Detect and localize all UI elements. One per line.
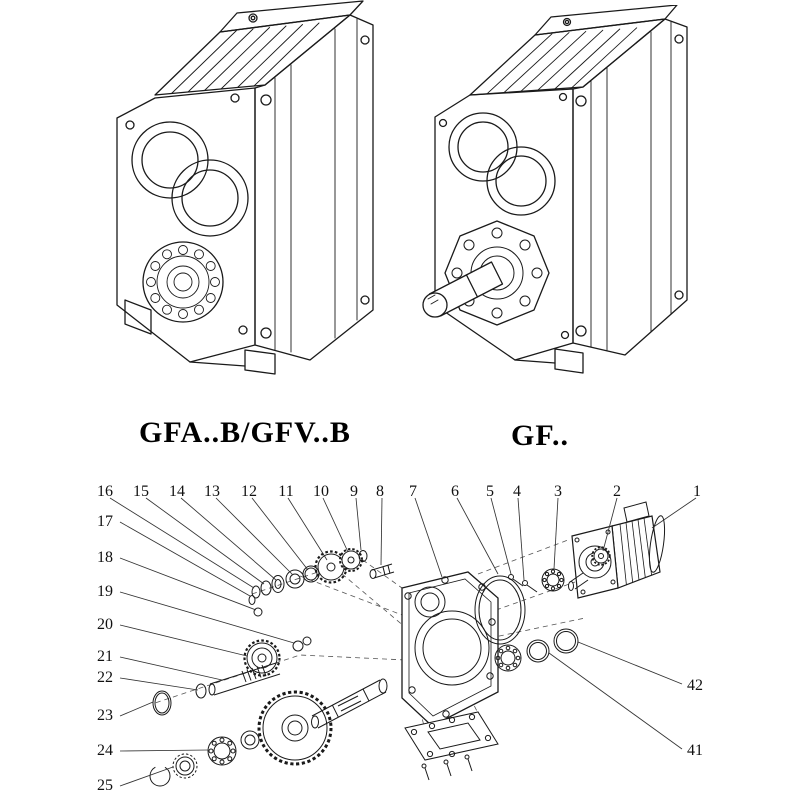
part-callout: 13 bbox=[204, 483, 220, 500]
snap-ring bbox=[149, 765, 171, 787]
output-shaft bbox=[422, 261, 504, 318]
leader-lines bbox=[109, 497, 697, 787]
part-callout: 21 bbox=[97, 648, 113, 665]
motor-pinion bbox=[591, 546, 611, 566]
part-callout: 42 bbox=[687, 677, 703, 694]
housing-gasket bbox=[474, 575, 526, 645]
input-pinion-shaft bbox=[369, 563, 395, 579]
second-stage-gear bbox=[243, 639, 281, 677]
exploded-assembly-drawing bbox=[109, 497, 697, 787]
shaft-spacer bbox=[195, 683, 207, 699]
output-gear bbox=[257, 690, 333, 766]
right-gearbox-drawing bbox=[422, 5, 688, 374]
large-retaining-ring bbox=[152, 690, 172, 716]
retaining-ring-small bbox=[302, 565, 320, 583]
cover-plate bbox=[404, 711, 499, 761]
left-figure-caption: GFA..B/GFV..B bbox=[139, 416, 351, 449]
snap-rings-small bbox=[292, 636, 312, 652]
part-callout: 4 bbox=[513, 483, 521, 500]
spacer-washer bbox=[358, 550, 368, 562]
part-callout: 5 bbox=[486, 483, 494, 500]
right-figure-caption: GF.. bbox=[511, 419, 569, 452]
part-callout: 10 bbox=[313, 483, 329, 500]
left-gearbox-drawing bbox=[116, 0, 374, 375]
cooling-fins bbox=[469, 18, 666, 96]
part-callout: 19 bbox=[97, 583, 113, 600]
lock-washer bbox=[172, 753, 198, 779]
cooling-fins bbox=[154, 14, 351, 96]
part-callout: 22 bbox=[97, 669, 113, 686]
gearbox-housing bbox=[401, 571, 499, 727]
output-shaft bbox=[311, 678, 388, 729]
mounting-feet bbox=[124, 299, 276, 375]
input-bores bbox=[131, 121, 249, 237]
part-callout: 3 bbox=[554, 483, 562, 500]
part-callout: 14 bbox=[169, 483, 185, 500]
intermediate-shaft bbox=[208, 662, 281, 696]
electric-motor bbox=[568, 501, 666, 599]
output-shaft-bearing-set bbox=[207, 730, 260, 766]
part-callout: 9 bbox=[350, 483, 358, 500]
part-callout: 8 bbox=[376, 483, 384, 500]
side-panel bbox=[572, 18, 688, 356]
mounting-feet bbox=[514, 348, 584, 374]
output-flange bbox=[444, 220, 550, 326]
cover-screws bbox=[421, 754, 473, 781]
part-callout: 20 bbox=[97, 616, 113, 633]
fastening-screws bbox=[508, 574, 538, 593]
part-callout: 6 bbox=[451, 483, 459, 500]
motor-bearing bbox=[541, 568, 565, 592]
front-flange-face bbox=[116, 87, 256, 363]
front-flange-face bbox=[422, 88, 574, 361]
part-callout: 16 bbox=[97, 483, 113, 500]
part-callout: 41 bbox=[687, 742, 703, 759]
input-bearing bbox=[285, 569, 305, 589]
part-callout: 24 bbox=[97, 742, 113, 759]
output-bearing bbox=[142, 241, 224, 323]
part-callout: 23 bbox=[97, 707, 113, 724]
shim-washers bbox=[248, 575, 285, 617]
exploded-view: 16 15 14 13 12 11 10 9 8 7 6 5 4 3 2 1 1… bbox=[0, 470, 800, 800]
assembly-axis-lines bbox=[151, 539, 586, 727]
part-callout: 17 bbox=[97, 513, 113, 530]
part-callout: 18 bbox=[97, 549, 113, 566]
parts bbox=[149, 501, 666, 787]
part-callout: 25 bbox=[97, 777, 113, 794]
part-callout: 1 bbox=[693, 483, 701, 500]
output-bearing-and-rings bbox=[494, 628, 579, 672]
part-callout: 15 bbox=[133, 483, 149, 500]
input-bores bbox=[448, 112, 556, 216]
part-callout: 12 bbox=[241, 483, 257, 500]
part-callout: 7 bbox=[409, 483, 417, 500]
part-callout: 11 bbox=[278, 483, 294, 500]
side-panel bbox=[254, 14, 374, 361]
part-callout: 2 bbox=[613, 483, 621, 500]
